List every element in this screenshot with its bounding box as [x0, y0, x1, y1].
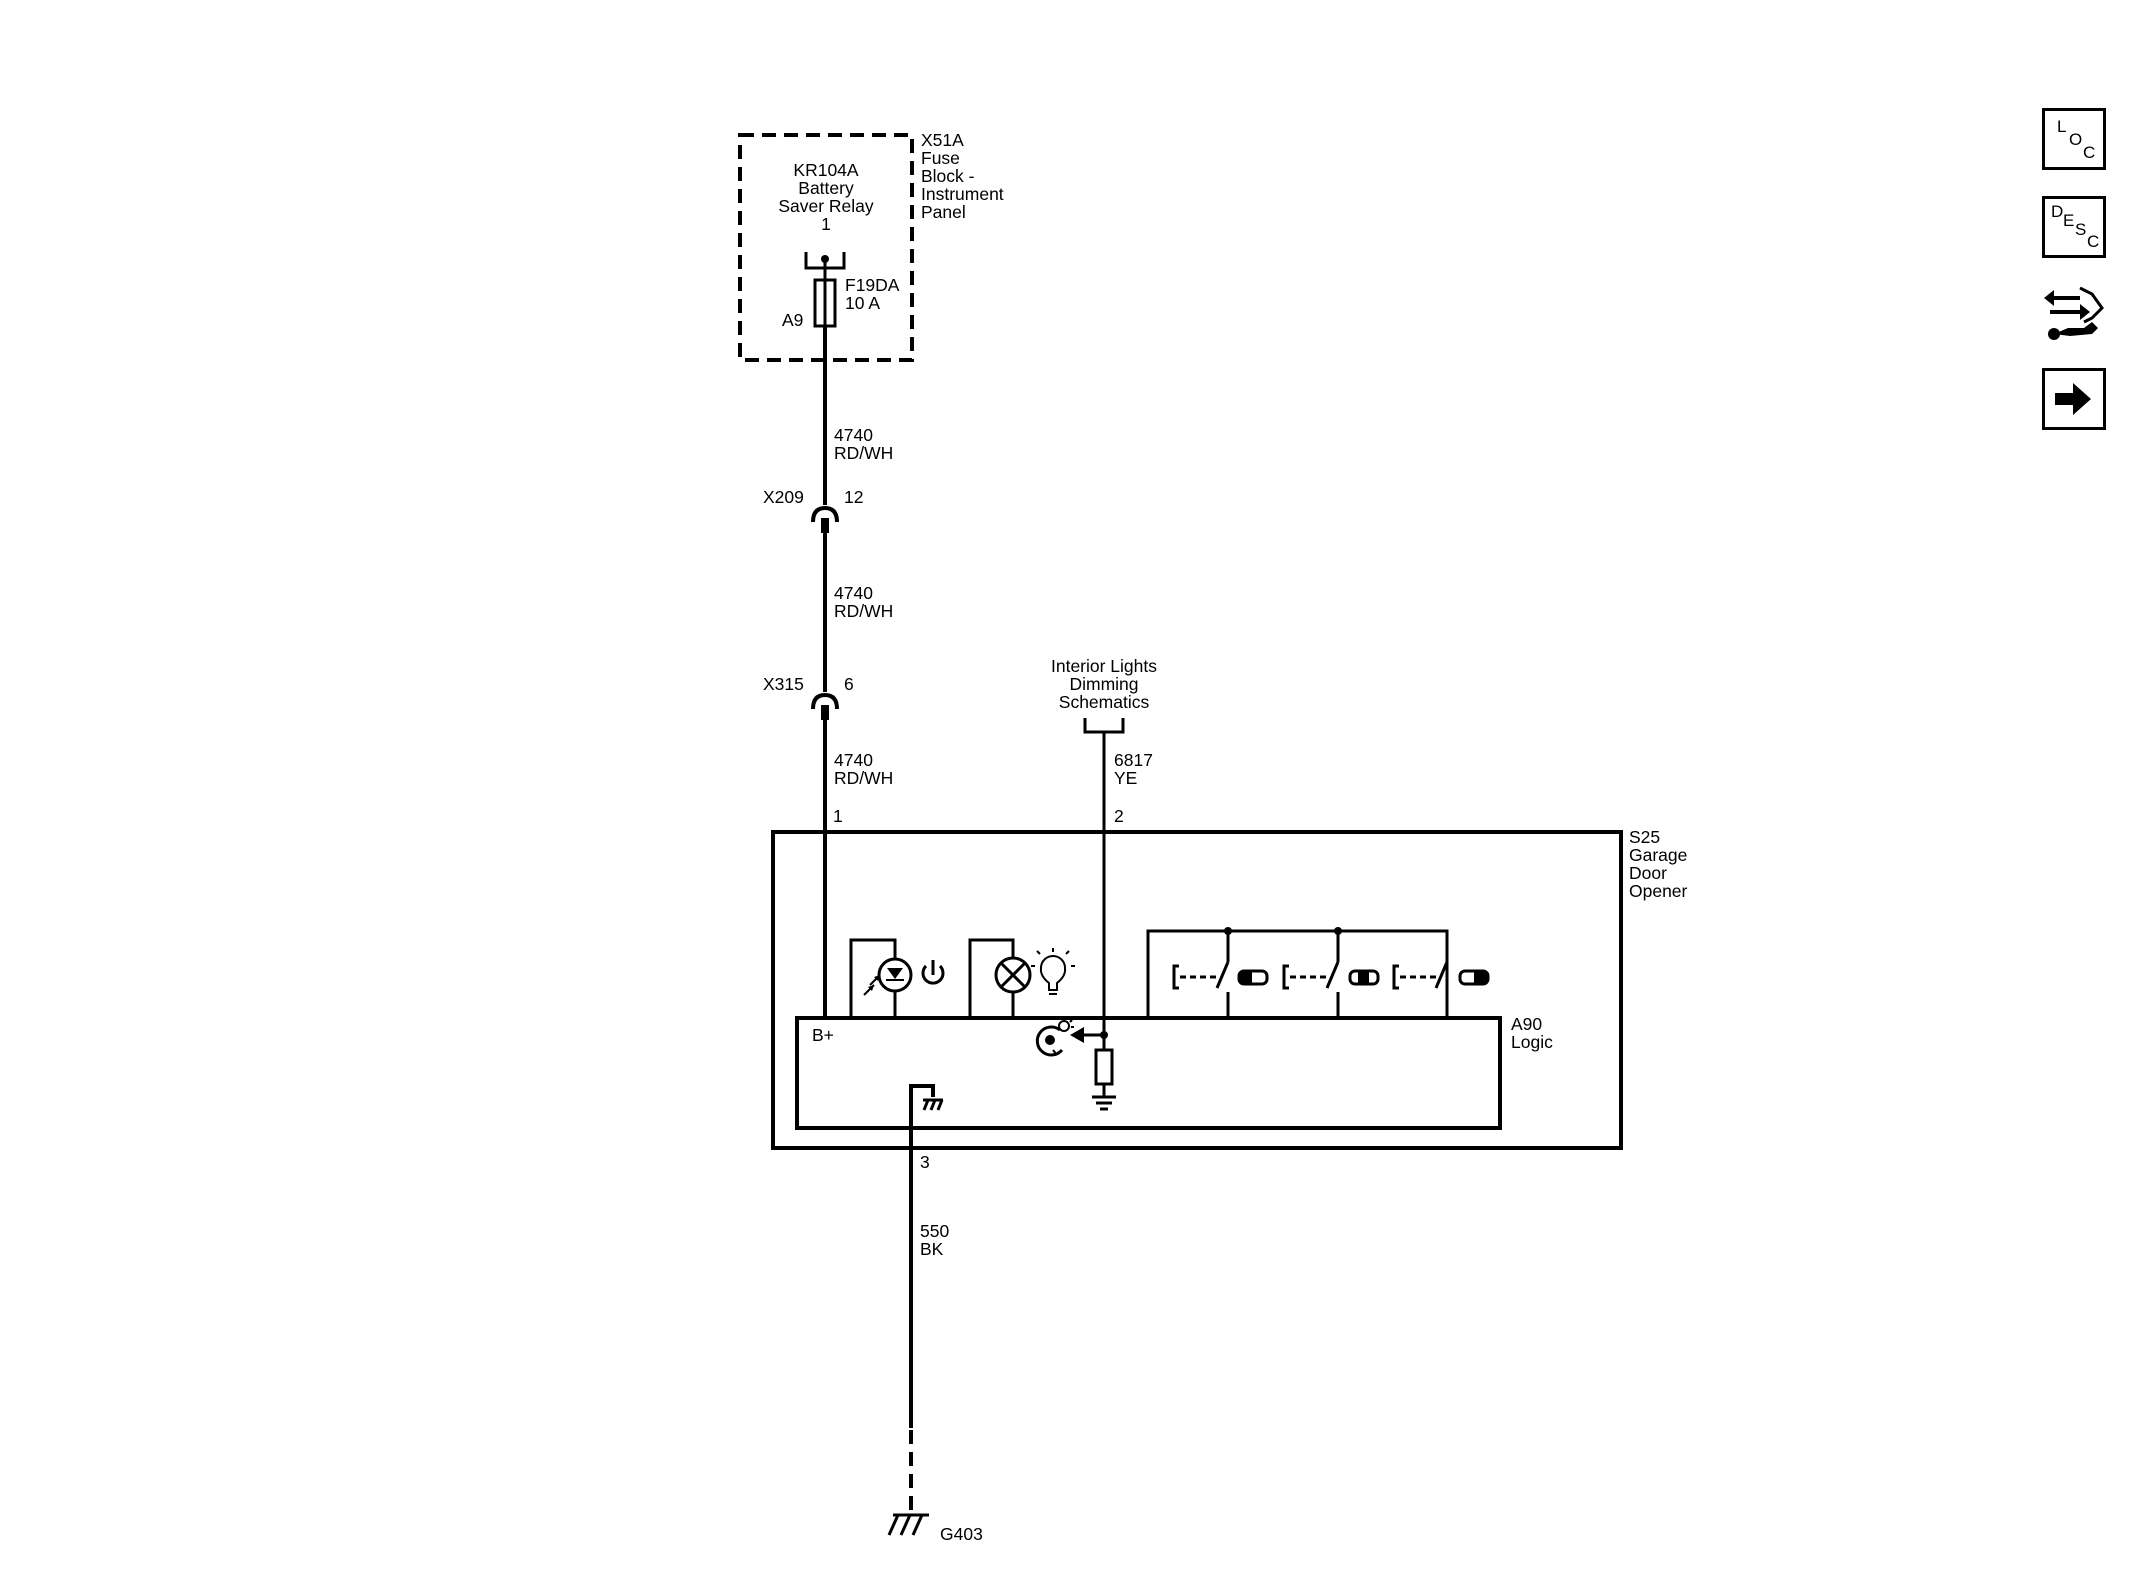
relay-label-3: Saver Relay	[778, 196, 874, 216]
dimming-ref-2: Dimming	[1069, 674, 1138, 694]
dimming-ref-1: Interior Lights	[1051, 656, 1157, 676]
dimming-ref-bracket	[1083, 718, 1125, 734]
dimmer-control-icon	[1035, 1016, 1074, 1057]
power-led-indicator	[849, 938, 913, 1018]
light-bulb-icon	[1031, 948, 1075, 995]
fuse-rating: 10 A	[845, 293, 880, 313]
connector-x209	[810, 505, 840, 533]
ground-g403-symbol	[887, 1513, 929, 1536]
switch-3	[1392, 961, 1490, 1018]
fuse-block-name-2: Block -	[921, 166, 975, 186]
relay-output-connector	[804, 252, 846, 280]
bplus-label: B+	[812, 1025, 834, 1045]
loc-button[interactable]: L O C	[2042, 108, 2106, 170]
loc-letter-l: L	[2057, 117, 2067, 136]
desc-letter-c: C	[2087, 232, 2100, 251]
module-s25-outline	[771, 830, 1623, 1150]
logic-name-2: Logic	[1511, 1032, 1553, 1052]
module-name-3: Door	[1629, 863, 1667, 883]
desc-letter-s: S	[2075, 220, 2087, 239]
internal-ground-stub	[909, 1084, 935, 1148]
fuse-block-name-3: Instrument	[921, 184, 1004, 204]
wire3-circuit: 4740	[834, 750, 873, 770]
fuse-id: F19DA	[845, 275, 900, 295]
x209-name: X209	[763, 487, 804, 507]
chassis-ground-symbol-internal	[922, 1098, 944, 1111]
logic-name-1: A90	[1511, 1014, 1542, 1034]
relay-label-1: KR104A	[793, 160, 859, 180]
module-pin-1: 1	[833, 806, 843, 826]
wire2-circuit: 4740	[834, 583, 873, 603]
module-pin-2: 2	[1114, 806, 1124, 826]
relay-label-4: 1	[821, 214, 831, 234]
wire1-color: RD/WH	[834, 443, 893, 463]
connector-repair-button[interactable]	[2040, 278, 2110, 348]
dimming-wire-color: YE	[1114, 768, 1137, 788]
wire2-color: RD/WH	[834, 601, 893, 621]
desc-letter-d: D	[2051, 202, 2064, 221]
module-name-4: Opener	[1629, 881, 1688, 901]
ground-g403-label: G403	[940, 1524, 983, 1544]
connector-repair-icon	[2044, 286, 2104, 340]
loc-letter-o: O	[2069, 130, 2083, 149]
x315-name: X315	[763, 674, 804, 694]
module-name-1: S25	[1629, 827, 1660, 847]
indicator-lamp	[968, 938, 1032, 1018]
loc-letter-c: C	[2083, 143, 2096, 162]
switch-2	[1282, 931, 1380, 1018]
switch-bus	[1146, 929, 1449, 1018]
relay-label-2: Battery	[798, 178, 854, 198]
connector-x315	[810, 692, 840, 720]
module-name-2: Garage	[1629, 845, 1687, 865]
power-icon	[921, 960, 945, 985]
desc-letter-e: E	[2063, 211, 2075, 230]
fuse-block-name-4: Panel	[921, 202, 966, 222]
wire3-color: RD/WH	[834, 768, 893, 788]
signal-ground-icon	[1092, 1095, 1116, 1111]
dimming-wire-circuit: 6817	[1114, 750, 1153, 770]
fuse-terminal: A9	[782, 310, 803, 330]
switch-1	[1172, 931, 1269, 1018]
arrow-right-icon	[2055, 383, 2091, 415]
module-pin-3: 3	[920, 1152, 930, 1172]
fuse-block-connector: X51A	[921, 130, 964, 150]
dimming-arrow-head	[1070, 1027, 1084, 1043]
desc-button[interactable]: D E S C	[2042, 196, 2106, 258]
x209-pin: 12	[844, 487, 863, 507]
ground-wire-circuit: 550	[920, 1221, 949, 1241]
pulldown-resistor	[1094, 1048, 1114, 1086]
next-page-button[interactable]	[2042, 368, 2106, 430]
logic-a90-outline	[795, 1016, 1502, 1130]
ground-wire-color: BK	[920, 1239, 944, 1259]
wire1-circuit: 4740	[834, 425, 873, 445]
x315-pin: 6	[844, 674, 854, 694]
dimming-ref-3: Schematics	[1059, 692, 1150, 712]
fuse-block-name-1: Fuse	[921, 148, 960, 168]
